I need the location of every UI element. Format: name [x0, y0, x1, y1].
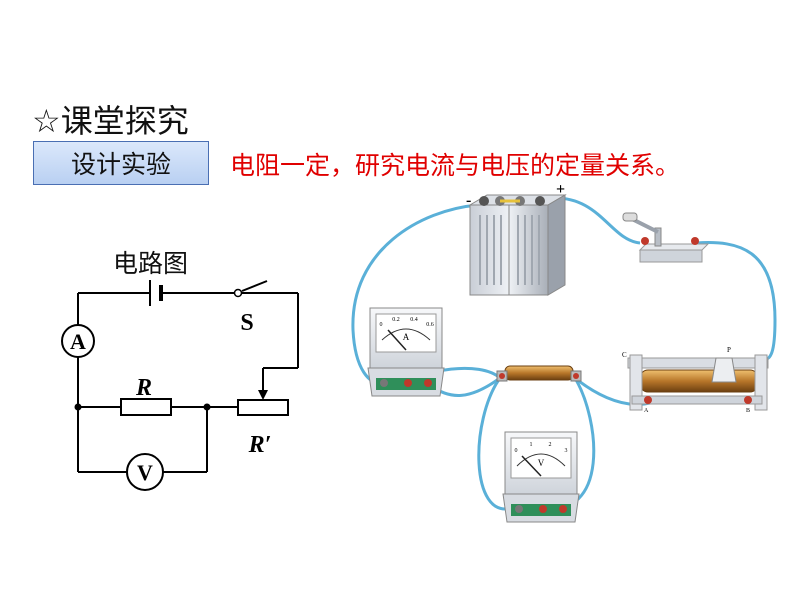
rheostat-end-label: P	[727, 346, 731, 354]
ammeter-scale-label: 0.2	[392, 317, 400, 323]
voltmeter-scale-label: 3	[565, 448, 568, 454]
ammeter-scale-label: 0.6	[426, 322, 434, 328]
rheostat-end-label: A	[644, 408, 649, 414]
rheostat-end-label: B	[746, 408, 750, 414]
battery-minus-sign: -	[466, 192, 471, 209]
fixed-resistor	[496, 365, 582, 382]
circuit-diagram-label: 电路图	[113, 249, 189, 278]
section-heading: ☆课堂探究	[32, 102, 189, 140]
circuit-wires	[77, 280, 299, 473]
switch-label: S	[240, 310, 253, 336]
voltmeter-device-letter: V	[538, 458, 545, 468]
voltmeter-scale-label: 0	[515, 448, 518, 454]
rheostat-label: R′	[248, 432, 272, 458]
battery-plus-sign: +	[556, 181, 565, 198]
battery-pack	[468, 194, 567, 296]
voltmeter-scale-label: 2	[549, 442, 552, 448]
sliding-rheostat	[627, 354, 769, 411]
rheostat-end-label: C	[622, 351, 627, 359]
experiment-title: 电阻一定，研究电流与电压的定量关系。	[230, 151, 681, 180]
design-experiment-button[interactable]: 设计实验	[33, 141, 209, 185]
ammeter-device	[367, 307, 445, 397]
junction-dot	[74, 403, 82, 411]
switch-contact	[233, 288, 243, 298]
resistor-r	[120, 398, 172, 416]
junction-dot	[203, 403, 211, 411]
voltmeter-symbol-label: V	[137, 460, 153, 485]
voltmeter-device	[502, 431, 580, 523]
ammeter-symbol-label: A	[70, 329, 86, 354]
resistor-label: R	[135, 375, 152, 401]
ammeter-symbol	[61, 324, 95, 358]
ammeter-device-letter: A	[403, 332, 410, 342]
rheostat-slider-arrow	[258, 390, 268, 400]
ammeter-scale-label: 0	[380, 322, 383, 328]
rheostat-r-prime	[237, 399, 289, 416]
ammeter-scale-label: 0.4	[410, 317, 418, 323]
voltmeter-symbol	[126, 453, 164, 491]
voltmeter-scale-label: 1	[530, 442, 533, 448]
knife-switch	[622, 212, 710, 263]
